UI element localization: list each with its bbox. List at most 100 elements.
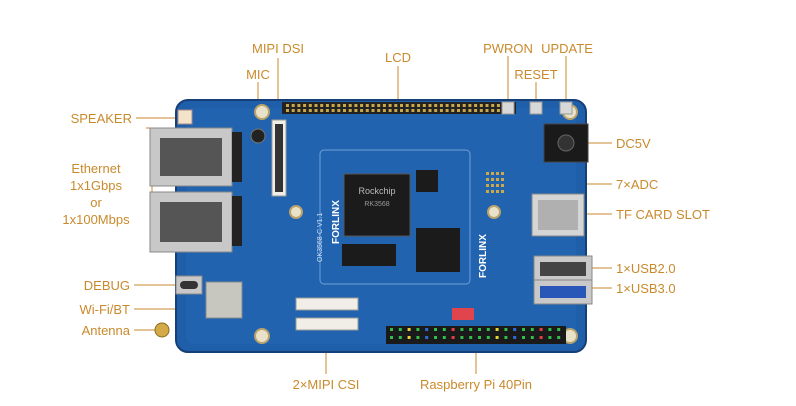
- lcd-pin: [360, 104, 364, 107]
- label-ethernet-line2: 1x1Gbps: [69, 178, 123, 193]
- dc5v-jack-hole: [557, 134, 575, 152]
- rpi-pin: [504, 336, 508, 339]
- rpi-pin: [522, 328, 525, 331]
- rpi-40pin-header: [386, 326, 566, 344]
- lcd-pin: [451, 109, 455, 112]
- lcd-pin: [394, 109, 398, 112]
- label-wifi-bt: Wi-Fi/BT: [79, 302, 130, 317]
- soc-model-text: RK3568: [364, 201, 389, 208]
- lcd-pin: [360, 109, 364, 112]
- lcd-pin: [303, 109, 307, 112]
- update-button: [559, 101, 573, 115]
- label-ethernet-line3: or: [90, 195, 102, 210]
- lcd-pin: [485, 104, 489, 107]
- rpi-pin: [398, 336, 402, 339]
- adc-pin: [501, 178, 504, 181]
- lcd-pin: [371, 109, 375, 112]
- dip-switch: [452, 308, 474, 320]
- rpi-pin: [416, 328, 420, 331]
- rpi-pin: [486, 328, 490, 331]
- lcd-pin: [325, 104, 329, 107]
- lcd-pin: [439, 109, 443, 112]
- rpi-pin: [513, 336, 517, 339]
- lcd-pin: [479, 104, 483, 107]
- brand-horizontal-text: FORLINX: [478, 234, 489, 278]
- adc-pin: [486, 190, 489, 193]
- adc-pin: [496, 172, 499, 175]
- rpi-pin: [539, 336, 543, 339]
- lcd-pin: [297, 104, 301, 107]
- lcd-pin: [320, 104, 324, 107]
- lcd-pin: [405, 109, 409, 112]
- lcd-pin: [496, 109, 500, 112]
- adc-pin: [501, 184, 504, 187]
- lcd-pin: [343, 104, 346, 107]
- usb2-port-slot: [540, 262, 586, 276]
- lcd-pin: [354, 109, 358, 112]
- rpi-pin: [513, 328, 517, 331]
- lcd-pin: [382, 104, 386, 107]
- speaker-connector: [177, 109, 193, 125]
- lcd-pin: [496, 104, 500, 107]
- rpi-pin: [478, 328, 481, 331]
- lcd-pin: [451, 104, 455, 107]
- lcd-pin: [365, 104, 369, 107]
- lcd-pin: [491, 104, 495, 107]
- rpi-pin: [557, 328, 561, 331]
- rpi-pin: [548, 336, 552, 339]
- lcd-pin: [371, 104, 375, 107]
- lcd-pin: [365, 109, 369, 112]
- lcd-pin: [462, 104, 466, 107]
- lcd-pin: [417, 109, 421, 112]
- rpi-pin: [442, 336, 446, 339]
- mipi-csi-connector-2: [295, 317, 359, 331]
- rpi-pin: [425, 328, 429, 331]
- lcd-pin: [388, 104, 392, 107]
- ram-chip-1: [342, 244, 396, 266]
- label-adc: 7×ADC: [616, 177, 659, 192]
- usb3-port-slot: [540, 286, 586, 298]
- rpi-pin: [530, 336, 534, 339]
- lcd-pin: [394, 104, 398, 107]
- soc-chip: [343, 173, 411, 237]
- label-pwron: PWRON: [483, 41, 533, 56]
- tf-card-slot-inner: [538, 200, 578, 230]
- lcd-pin: [445, 109, 449, 112]
- lcd-pin: [337, 109, 341, 112]
- lcd-pin: [457, 104, 460, 107]
- label-dc5v: DC5V: [616, 136, 651, 151]
- lcd-pin: [422, 104, 426, 107]
- brand-vertical-text: FORLINX: [331, 200, 342, 244]
- lcd-pin: [308, 109, 312, 112]
- rpi-pin: [478, 336, 481, 339]
- antenna-connector: [154, 322, 170, 338]
- rpi-pin: [460, 336, 464, 339]
- lcd-pin: [474, 104, 478, 107]
- lcd-pin: [434, 104, 438, 107]
- lcd-pin: [417, 104, 421, 107]
- rpi-pin: [495, 328, 499, 331]
- pwron-button: [501, 101, 515, 115]
- mounting-holes: [254, 104, 578, 344]
- rpi-pin: [495, 336, 499, 339]
- mount-hole-bottom-left: [254, 328, 270, 344]
- lcd-pin: [485, 109, 489, 112]
- adc-pin: [491, 184, 494, 187]
- lcd-pin: [331, 104, 335, 107]
- rpi-pin: [398, 328, 402, 331]
- label-antenna: Antenna: [81, 323, 130, 338]
- adc-pin: [486, 172, 489, 175]
- lcd-pin: [428, 109, 432, 112]
- rpi-pin: [390, 328, 393, 331]
- som-module-outline: [319, 149, 471, 285]
- label-lcd: LCD: [384, 50, 411, 65]
- lcd-pin: [462, 109, 466, 112]
- lcd-pin: [468, 104, 472, 107]
- adc-header-pins: [486, 172, 504, 193]
- rpi-pin: [425, 336, 429, 339]
- lcd-pin: [325, 109, 329, 112]
- label-mipi-csi: 2×MIPI CSI: [292, 377, 360, 392]
- lcd-pin: [377, 109, 381, 112]
- lcd-pin: [434, 109, 438, 112]
